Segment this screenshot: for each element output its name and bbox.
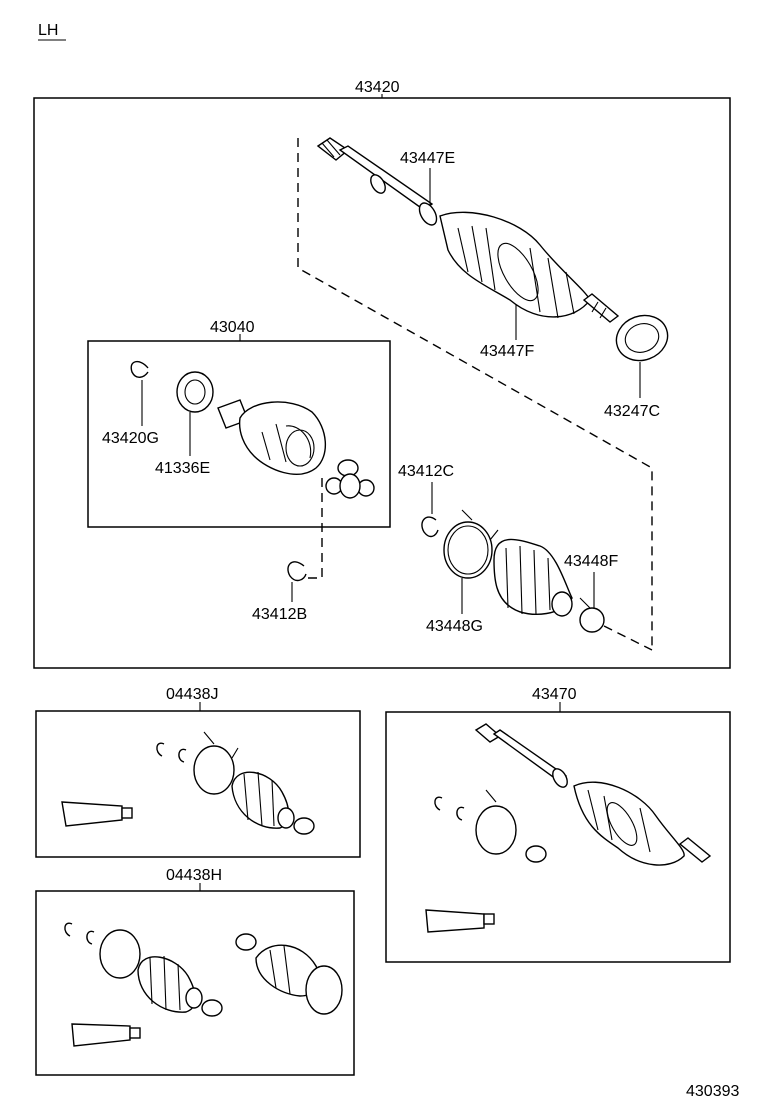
callout-43040[interactable]: 43040: [210, 319, 255, 336]
diagram-number: 430393: [686, 1083, 739, 1100]
snap-ring-43412B: [287, 561, 307, 582]
drive-shaft-43470: [474, 723, 712, 866]
callout-43448F[interactable]: 43448F: [564, 553, 618, 570]
grease-tube-43470: [425, 909, 495, 933]
box-43470: [385, 711, 731, 963]
inboard-joint-housing: [217, 399, 327, 475]
grease-tube-04438H: [71, 1023, 141, 1047]
boot-04438H-left: [137, 955, 203, 1013]
callout-43448G[interactable]: 43448G: [426, 618, 483, 635]
box-04438H: [35, 890, 355, 1076]
boot-04438J: [231, 771, 295, 829]
grease-tube-04438J: [61, 801, 133, 827]
tripod-joint: [325, 459, 375, 499]
group-04438J: 04438J: [35, 686, 361, 858]
box-43040: [87, 340, 391, 528]
callout-04438H[interactable]: 04438H: [166, 867, 222, 884]
seal-41336E: [176, 371, 214, 413]
group-43470: 43470: [385, 686, 731, 963]
drive-shaft: [316, 137, 620, 323]
group-43420: 43420: [33, 79, 731, 669]
band-43448F: [579, 597, 605, 633]
callout-43447E[interactable]: 43447E: [400, 150, 455, 167]
shaft-dashed-outline: [297, 138, 653, 650]
callout-43420G[interactable]: 43420G: [102, 430, 159, 447]
snap-ring-43420G: [130, 361, 149, 378]
callout-41336E[interactable]: 41336E: [155, 460, 210, 477]
callout-43412B[interactable]: 43412B: [252, 606, 307, 623]
callout-43470[interactable]: 43470: [532, 686, 577, 703]
callout-43447F[interactable]: 43447F: [480, 343, 534, 360]
callout-43412C[interactable]: 43412C: [398, 463, 454, 480]
box-04438J: [35, 710, 361, 858]
band-43448G: [443, 509, 499, 579]
snap-ring-43412C: [421, 516, 439, 538]
callout-43247C[interactable]: 43247C: [604, 403, 660, 420]
inner-boot: [493, 538, 573, 617]
side-label: LH: [38, 22, 58, 39]
callout-04438J[interactable]: 04438J: [166, 686, 219, 703]
group-04438H: 04438H: [35, 867, 355, 1076]
boot-04438H-right: [235, 933, 343, 1015]
dust-seal-43247C: [615, 314, 669, 362]
callout-43420[interactable]: 43420: [355, 79, 400, 96]
